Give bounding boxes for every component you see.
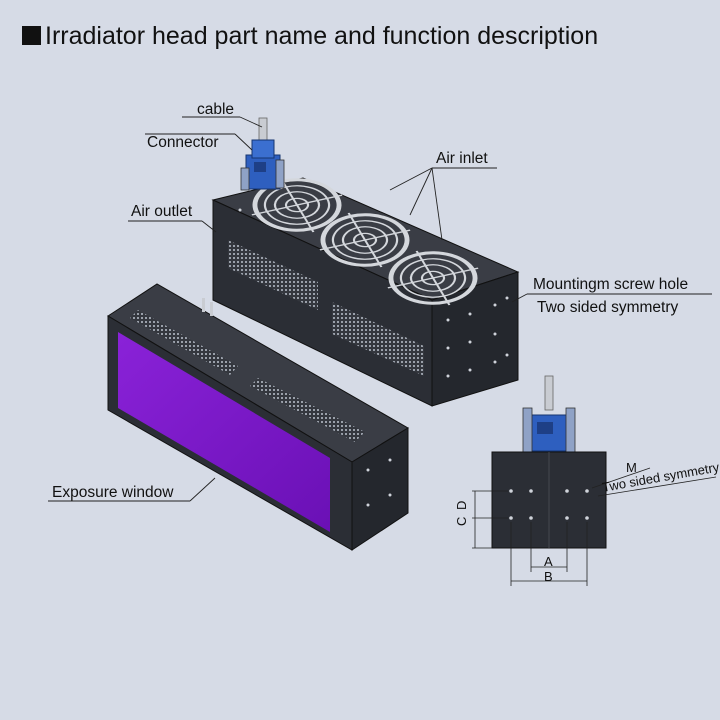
side-screw-holes — [509, 489, 589, 520]
air-outlet-vent — [332, 302, 424, 376]
exposure-window — [118, 332, 330, 532]
label-air-outlet: Air outlet — [131, 203, 193, 220]
dimension-a: A — [544, 554, 553, 569]
side-view — [472, 375, 717, 586]
dimension-m: M — [626, 460, 637, 475]
air-outlet-vent — [228, 240, 318, 310]
title-text: Irradiator head part name and function d… — [45, 22, 599, 50]
square-bullet-icon — [22, 26, 41, 45]
dimension-d: D — [454, 500, 469, 510]
label-mounting-screw-hole: Mountingm screw hole — [533, 276, 689, 293]
connector-upper — [240, 117, 285, 191]
label-connector: Connector — [147, 134, 219, 151]
mounting-screw-holes — [238, 208, 509, 378]
fan-guards — [251, 177, 479, 306]
dimension-b: B — [544, 569, 553, 584]
air-outlet-vent — [250, 378, 365, 442]
dimension-c: C — [454, 516, 469, 526]
air-outlet-vent — [130, 310, 238, 375]
label-cable: cable — [197, 101, 235, 118]
cable-stub — [258, 117, 268, 143]
dimension-lines — [472, 467, 717, 586]
label-exposure-window: Exposure window — [52, 484, 174, 501]
label-air-inlet: Air inlet — [436, 150, 488, 167]
lower-unit — [107, 283, 409, 551]
leader-lines — [48, 116, 712, 502]
page-title: Irradiator head part name and function d… — [22, 22, 598, 51]
label-two-sided-symmetry: Two sided symmetry — [537, 299, 679, 316]
